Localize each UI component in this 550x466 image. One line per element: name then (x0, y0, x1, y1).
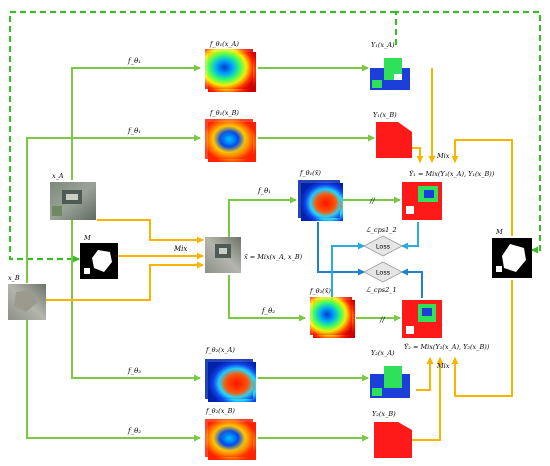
label-mix-top: Mix (436, 152, 450, 160)
label-mix-input: Mix (173, 245, 187, 253)
label-f1-mid: f_θ₁ (257, 187, 271, 195)
label-y2-xb: Y₂(x_B) (372, 410, 396, 418)
seg-y1-tilde (402, 182, 442, 220)
image-mask-left (80, 243, 118, 279)
label-cps2-1: ℒ_cps2_1 (366, 286, 397, 294)
label-f1-xb: f_θ₁(x_B) (209, 109, 239, 117)
label-f1-top: f_θ₁ (127, 57, 141, 65)
label-xa: x_A (52, 172, 64, 180)
label-m-left: M (83, 234, 91, 242)
label-f2-bottom: f_θ₂ (127, 427, 141, 435)
label-y2-tilde-eq: Ỹ₂ = Mix(Y₂(x_A), Y₂(x_B)) (404, 342, 490, 351)
heatmap-f2-xa (205, 359, 256, 402)
label-f1-xt: f_θ₁(x̃) (299, 168, 321, 177)
seg-y2-xa (370, 360, 410, 398)
label-y2-xa: Y₂(x_A) (371, 349, 395, 357)
label-m-right: M (495, 228, 503, 236)
loss-node-2: Loss (363, 261, 403, 283)
heatmap-f2-xb (205, 419, 256, 460)
image-mask-right (492, 238, 532, 278)
model-paths (26, 64, 401, 442)
image-xb (8, 284, 46, 320)
svg-text:Loss: Loss (376, 269, 391, 277)
heatmap-f1-xa (205, 49, 256, 92)
label-f2-xa: f_θ₂(x_A) (205, 346, 235, 354)
stop-grad-mark-top: // (369, 197, 375, 205)
label-f2-xb: f_θ₂(x_B) (205, 407, 235, 415)
label-f1-second: f_θ₁ (127, 127, 141, 135)
heatmap-f2-xt (310, 297, 355, 338)
seg-y1-xb (376, 122, 412, 158)
label-f2-mid: f_θ₂ (261, 307, 275, 315)
seg-y2-tilde (402, 300, 442, 338)
feedback-dashed-path (8, 10, 542, 263)
loss-node-1: Loss (363, 235, 403, 257)
mix-paths (45, 68, 513, 441)
heatmap-f1-xb (205, 119, 256, 162)
label-y1-xb: Y₁(x_B) (373, 111, 397, 119)
svg-text:Loss: Loss (376, 243, 391, 251)
label-f2-xt: f_θ₂(x̃) (309, 286, 331, 295)
heatmap-f1-xt (298, 180, 343, 221)
label-x-tilde-eq: x̃ = Mix(x_A, x_B) (244, 252, 303, 261)
image-xa (50, 182, 96, 220)
label-xb: x_B (8, 274, 20, 282)
label-cps1-2: ℒ_cps1_2 (366, 226, 397, 234)
seg-y2-xb (374, 422, 412, 458)
label-y1-xa: Y₁(x_A) (371, 41, 395, 49)
label-f2-third: f_θ₂ (127, 367, 141, 375)
label-y1-tilde-eq: Ỹ₁ = Mix(Y₁(x_A), Y₁(x_B)) (409, 169, 495, 178)
stop-grad-mark-bottom: // (379, 316, 385, 324)
label-mix-bottom: Mix (436, 362, 450, 370)
seg-y1-xa (370, 52, 410, 90)
image-x-tilde (205, 237, 241, 273)
label-f1-xa: f_θ₁(x_A) (209, 40, 239, 48)
loss-paths (317, 222, 423, 300)
